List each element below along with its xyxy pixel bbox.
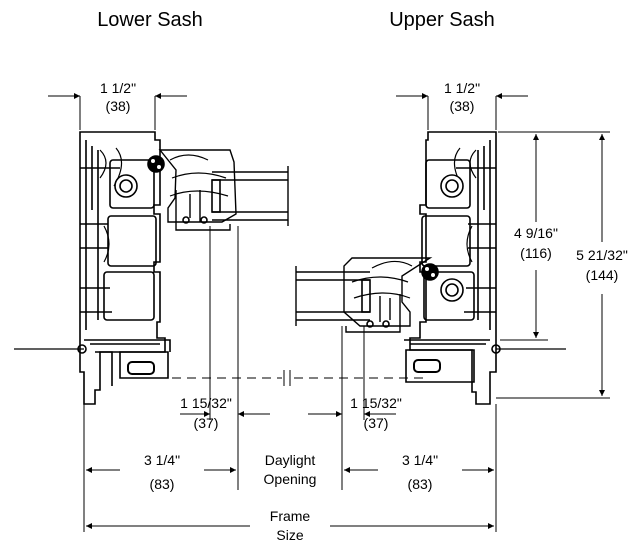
- daylight-opening-label-line2: Opening: [264, 471, 317, 487]
- lower-frame-width-imperial: 1 1/2": [100, 80, 136, 96]
- overall-height-imperial: 5 21/32": [576, 247, 628, 263]
- lower-sightline-metric: (37): [194, 415, 219, 431]
- upper-frame-width-metric: (38): [450, 98, 475, 114]
- frame-size-label-line1: Frame: [270, 508, 311, 524]
- lower-frame-width-metric: (38): [106, 98, 131, 114]
- upper-frame-width-imperial: 1 1/2": [444, 80, 480, 96]
- upper-depth-metric: (83): [408, 476, 433, 492]
- upper-sash-height-imperial: 4 9/16": [514, 225, 558, 241]
- upper-sash-section: [295, 131, 566, 405]
- lower-depth-imperial: 3 1/4": [144, 452, 180, 468]
- lower-depth-metric: (83): [150, 476, 175, 492]
- upper-sash-title: Upper Sash: [389, 9, 495, 31]
- lower-sash-title: Lower Sash: [97, 9, 203, 31]
- overall-height-metric: (144): [586, 267, 619, 283]
- frame-size-label-line2: Size: [276, 527, 303, 543]
- lower-sash-section: [14, 131, 289, 405]
- dimension-lines: [48, 93, 610, 532]
- upper-sash-height-metric: (116): [520, 245, 552, 261]
- lower-sightline-imperial: 1 15/32": [180, 395, 232, 411]
- upper-sightline-imperial: 1 15/32": [350, 395, 402, 411]
- upper-depth-imperial: 3 1/4": [402, 452, 438, 468]
- upper-sightline-metric: (37): [364, 415, 389, 431]
- daylight-opening-label-line1: Daylight: [265, 452, 316, 468]
